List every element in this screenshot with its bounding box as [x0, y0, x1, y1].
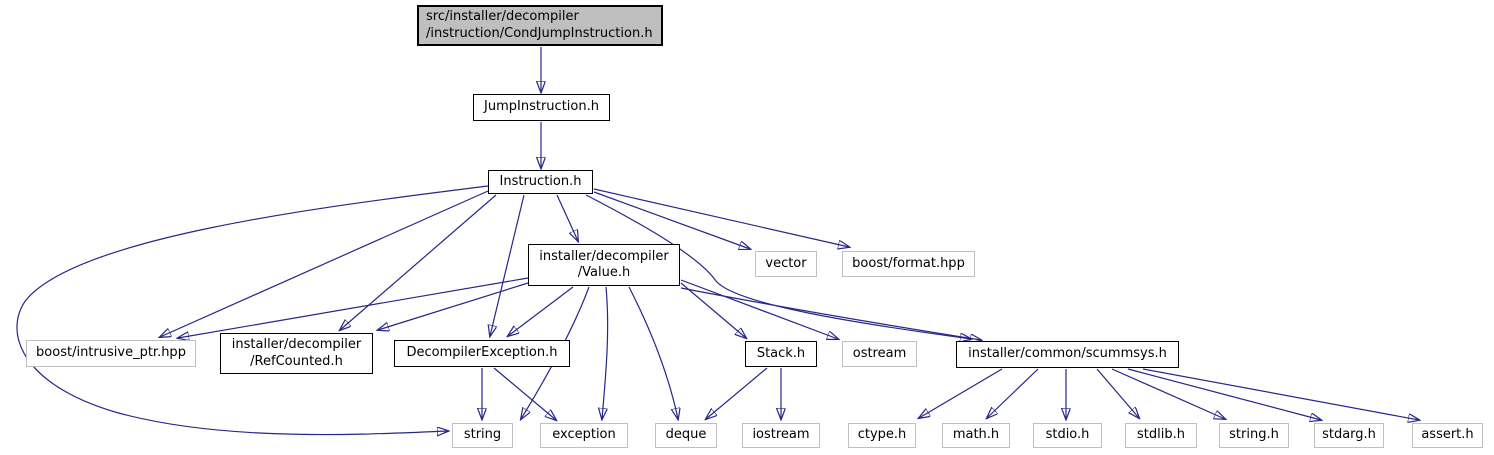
- edge-instruction-intrusive: [160, 190, 489, 337]
- edge-value-exception: [602, 286, 609, 419]
- node-jumpinstruction-h[interactable]: JumpInstruction.h: [473, 94, 610, 121]
- edge-instruction-value: [556, 194, 578, 241]
- node-instruction-h[interactable]: Instruction.h: [488, 170, 593, 194]
- node-iostream: iostream: [742, 423, 820, 448]
- node-assert-h: assert.h: [1412, 423, 1483, 448]
- node-string-h: string.h: [1219, 423, 1289, 448]
- node-stack-h[interactable]: Stack.h: [745, 341, 817, 367]
- node-decompilerexception-h[interactable]: DecompilerException.h: [394, 340, 570, 367]
- edge-instruction-vector: [593, 191, 750, 249]
- edge-scummsys-stdarg: [1127, 368, 1321, 420]
- node-ctype-h: ctype.h: [848, 423, 916, 448]
- node-stdarg-h: stdarg.h: [1314, 423, 1384, 448]
- edge-value-stack: [680, 282, 746, 338]
- node-boost-format-hpp: boost/format.hpp: [842, 251, 975, 277]
- edge-scummsys-ctype: [919, 368, 1003, 418]
- node-exception: exception: [540, 423, 628, 448]
- edge-value-deque: [628, 286, 678, 419]
- edge-value-refcounted: [378, 282, 529, 330]
- edge-value-decompexc: [508, 286, 574, 336]
- node-refcounted-h[interactable]: installer/decompiler /RefCounted.h: [220, 333, 373, 374]
- edge-value-ostream: [680, 279, 838, 339]
- node-stdlib-h: stdlib.h: [1125, 423, 1197, 448]
- edge-instruction-scummsys: [585, 194, 971, 339]
- node-scummsys-h[interactable]: installer/common/scummsys.h: [956, 341, 1179, 368]
- node-deque: deque: [655, 423, 717, 448]
- node-vector: vector: [755, 251, 817, 277]
- node-math-h: math.h: [942, 423, 1010, 448]
- edge-instruction-string: [16, 185, 489, 435]
- edge-decompexc-exception: [493, 367, 556, 420]
- node-ostream: ostream: [842, 341, 917, 367]
- node-stdio-h: stdio.h: [1033, 423, 1102, 448]
- node-boost-intrusive-ptr-hpp: boost/intrusive_ptr.hpp: [26, 340, 196, 367]
- edge-value-scummsys: [680, 287, 981, 340]
- edge-scummsys-stringh: [1111, 368, 1225, 419]
- edge-instruction-format: [593, 188, 849, 247]
- edge-stack-deque: [706, 367, 768, 419]
- node-value-h[interactable]: installer/decompiler /Value.h: [528, 244, 680, 286]
- edge-instruction-refcounted: [340, 194, 497, 330]
- edge-value-intrusive: [178, 277, 529, 338]
- edge-scummsys-stdlib: [1096, 368, 1139, 418]
- node-condjumpinstruction-h: src/installer/decompiler /instruction/Co…: [417, 5, 663, 46]
- node-string: string: [452, 423, 513, 448]
- edge-scummsys-asserth: [1142, 368, 1419, 420]
- edge-scummsys-math: [987, 368, 1039, 418]
- edge-instruction-decompexc: [490, 194, 525, 336]
